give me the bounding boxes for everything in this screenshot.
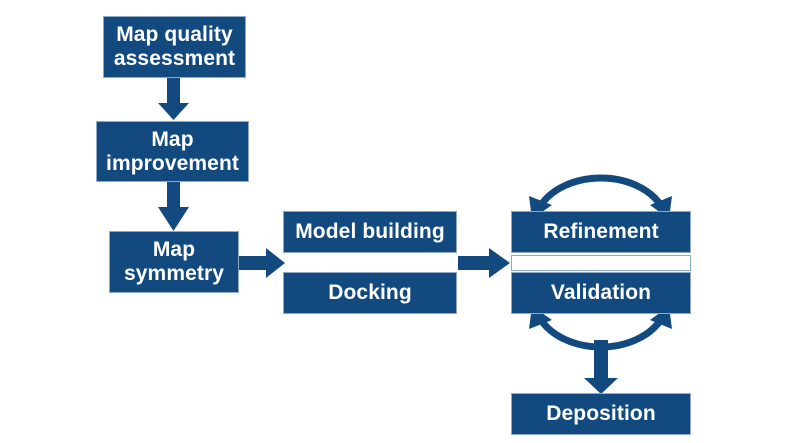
node-map-quality-assessment: Map quality assessment [103, 16, 246, 78]
node-refinement: Refinement [511, 211, 691, 253]
arrow-improvement-to-symmetry-icon [158, 182, 189, 231]
node-deposition: Deposition [511, 393, 691, 435]
node-map-improvement: Map improvement [96, 121, 249, 182]
arrow-building-to-refinement-icon [458, 248, 510, 278]
arrow-quality-to-improvement-icon [158, 78, 189, 120]
node-map-symmetry: Map symmetry [109, 231, 239, 293]
node-validation: Validation [511, 272, 691, 314]
arrow-cycle-to-deposition-icon [584, 340, 618, 394]
cycle-gap-spacer [511, 255, 691, 271]
node-model-building: Model building [283, 211, 457, 253]
node-docking: Docking [283, 272, 457, 314]
arrow-symmetry-to-building-icon [239, 248, 285, 278]
